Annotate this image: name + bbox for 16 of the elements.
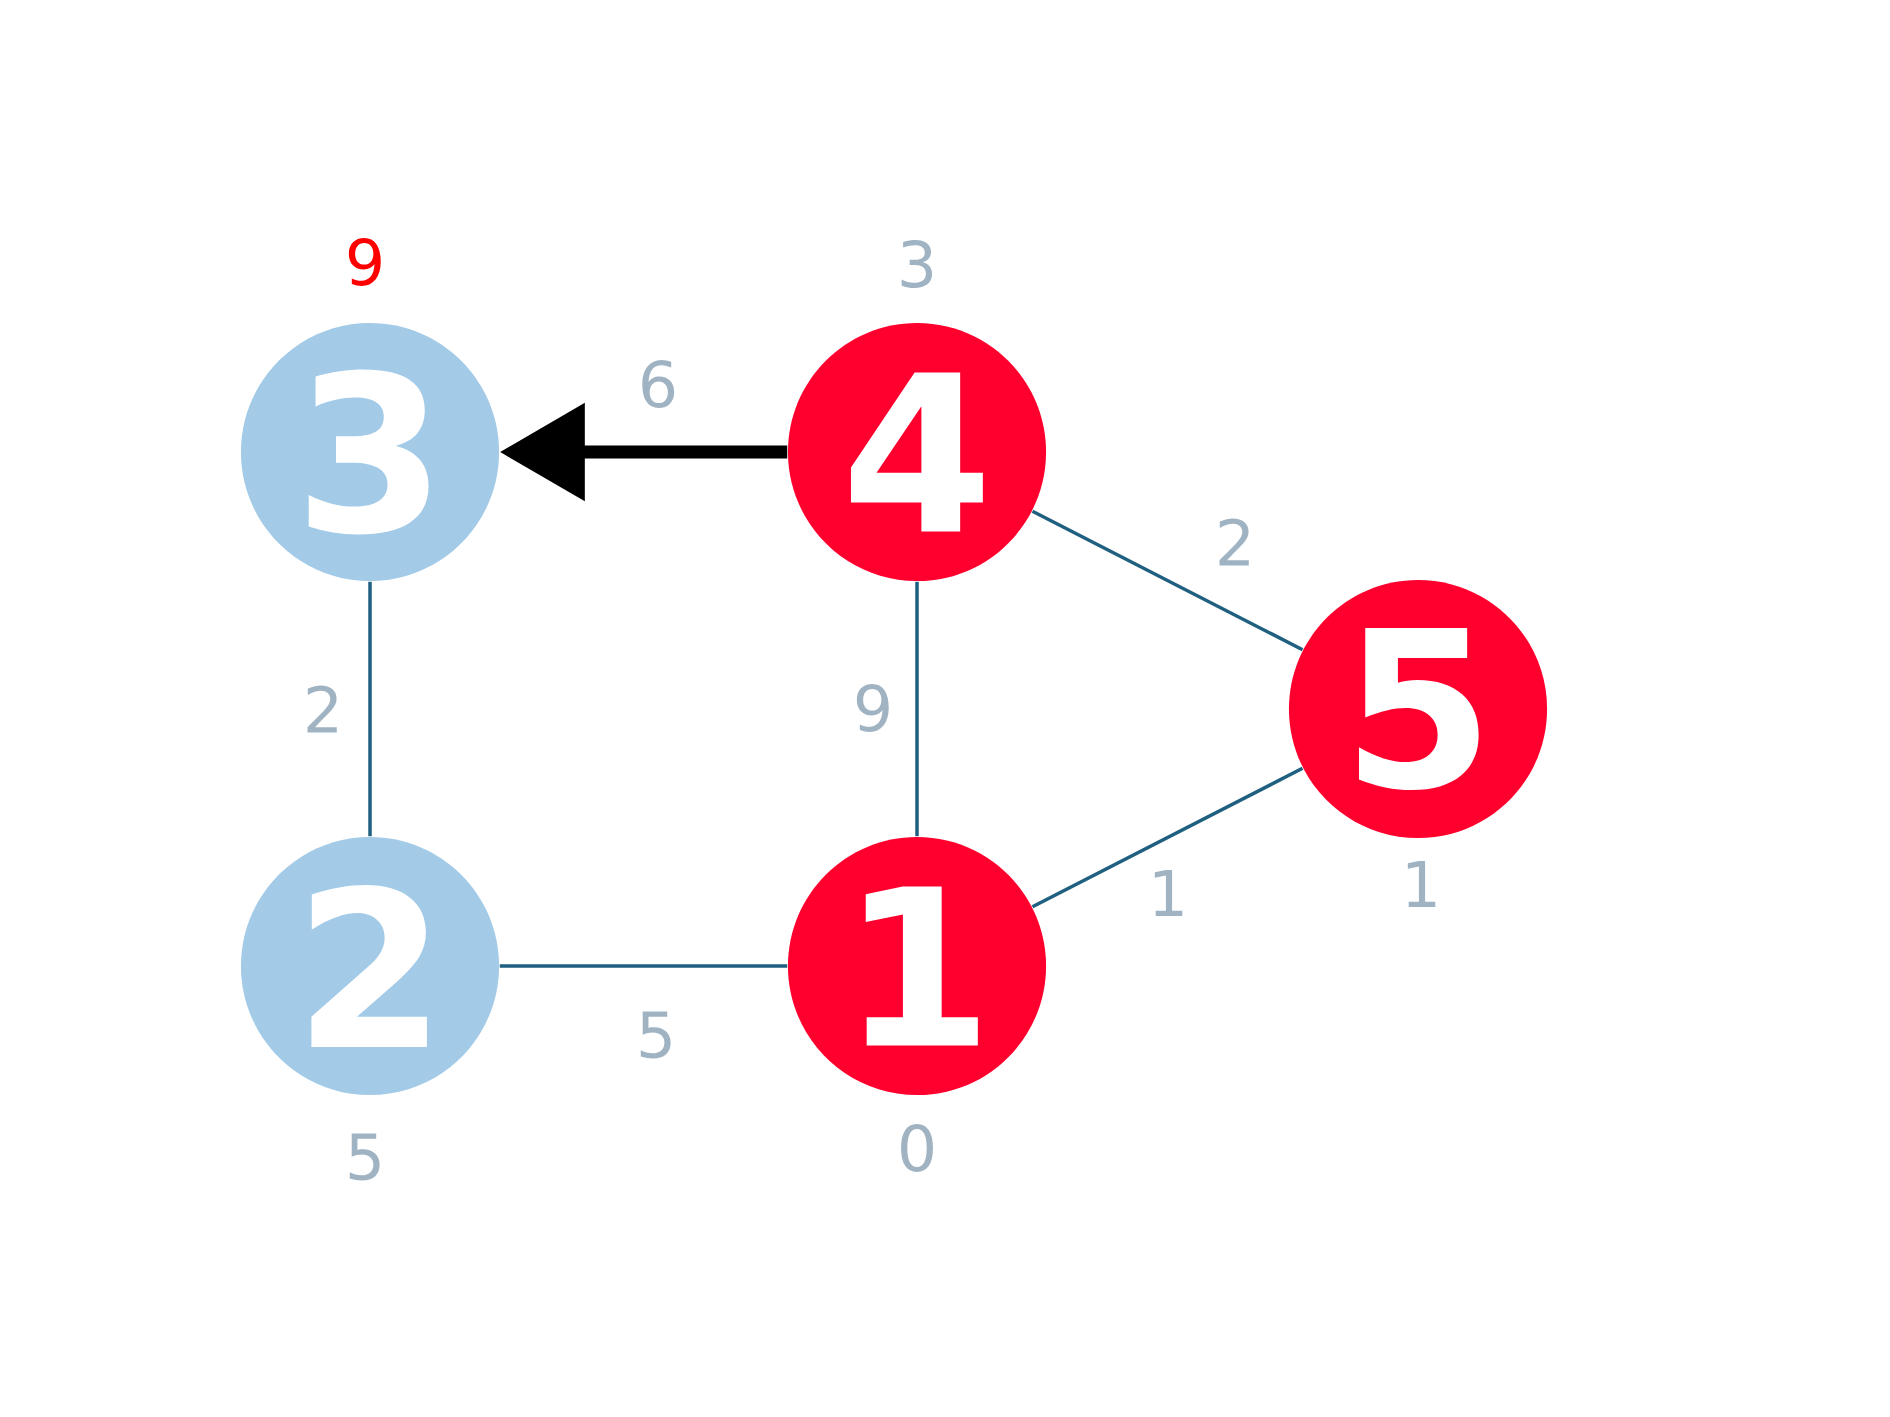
node-value: 0	[901, 1124, 933, 1172]
edge-label: 9	[849, 680, 897, 736]
edge-label: 2	[299, 682, 347, 736]
connector-line	[499, 964, 788, 968]
edge-label: 1	[1144, 866, 1192, 920]
connector-line	[1031, 509, 1304, 652]
connector-line	[1031, 766, 1304, 909]
edge-label: 5	[632, 1008, 680, 1063]
edge-label: 2	[1211, 515, 1259, 569]
node-value: 3	[901, 240, 933, 288]
connector-line	[915, 581, 919, 837]
edge-label: 6	[634, 356, 682, 412]
node-value: 5	[349, 1133, 380, 1181]
node-value: 9	[348, 238, 381, 286]
connector-line	[368, 581, 372, 837]
node-value: 1	[1407, 860, 1436, 908]
